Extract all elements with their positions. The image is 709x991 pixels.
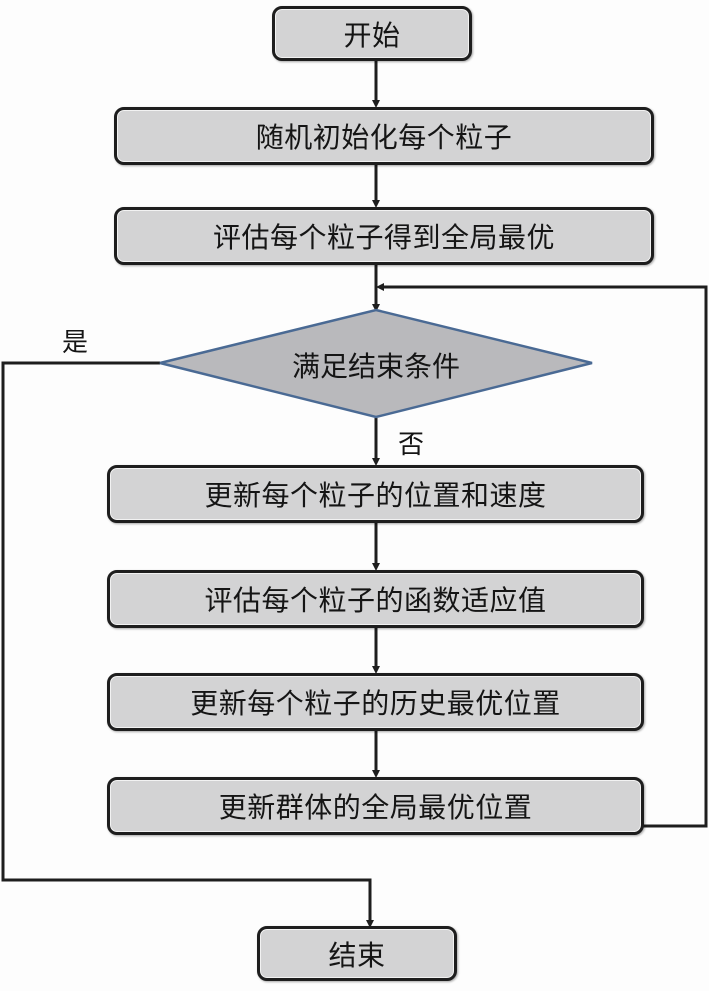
node-end: 结束 [257, 926, 457, 981]
node-start: 开始 [272, 6, 472, 61]
decision-label: 满足结束条件 [291, 350, 460, 383]
edge-label-yes: 是 [62, 328, 89, 358]
decision-diamond [159, 308, 593, 419]
node-update-pos-vel: 更新每个粒子的位置和速度 [107, 465, 644, 523]
node-update-pbest: 更新每个粒子的历史最优位置 [107, 673, 644, 731]
node-evaluate-global: 评估每个粒子得到全局最优 [114, 207, 654, 265]
edge-feedback-loop [376, 283, 708, 828]
edge-label-no: 否 [398, 430, 425, 460]
node-evaluate-fitness: 评估每个粒子的函数适应值 [107, 570, 644, 628]
node-init: 随机初始化每个粒子 [114, 107, 654, 165]
edge-decision-yes-end [1, 361, 374, 928]
node-update-gbest: 更新群体的全局最优位置 [107, 777, 644, 835]
